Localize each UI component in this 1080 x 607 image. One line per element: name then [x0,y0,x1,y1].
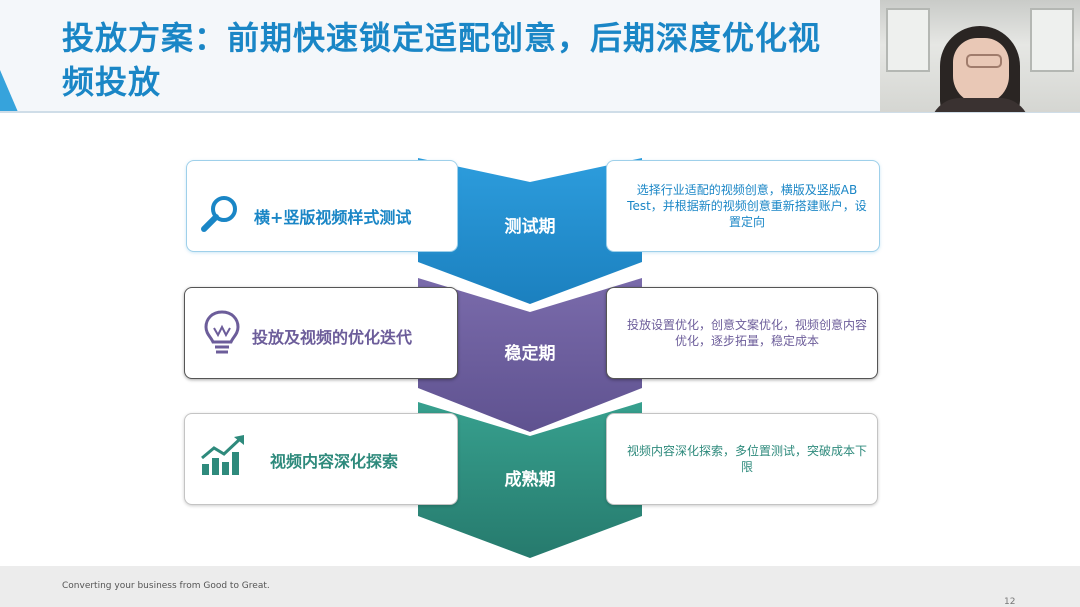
card-test-title [186,160,458,252]
stage-label-test: 测试期 [504,217,556,237]
background-window [1030,8,1074,72]
chevron-mature [418,402,642,558]
mature-card-title: 视频内容深化探索 [270,452,399,471]
mature-description: 视频内容深化探索，多位置测试，突破成本下限 [626,444,867,474]
stable-card-title: 投放及视频的优化迭代 [252,328,413,347]
chevron-test [418,158,642,304]
stage-label-mature: 成熟期 [504,470,556,490]
chevron-stable [418,278,642,432]
stage-label-stable: 稳定期 [504,344,556,364]
stable-description: 投放设置优化，创意文案优化，视频创意内容优化，逐步拓量，稳定成本 [626,318,867,348]
card-mature-title [184,413,458,505]
header-divider [0,111,1080,113]
magnifier-icon [201,196,237,232]
card-stable-desc [606,287,878,379]
page-number: 12 [1004,597,1016,607]
header-accent-shape [0,70,18,112]
presenter-face [953,38,1009,104]
slide-title: 投放方案：前期快速锁定适配创意，后期深度优化视频投放 [62,19,822,101]
slide-footer [0,566,1080,607]
webcam-video-feed [880,0,1080,112]
growth-chart-icon [201,435,244,475]
card-mature-desc [606,413,878,505]
card-stable-title [184,287,458,379]
presenter-body [930,98,1030,112]
test-description: 选择行业适配的视频创意，横版及竖版AB Test，并根据新的视频创意重新搭建账户… [627,183,867,229]
test-card-title: 横+竖版视频样式测试 [254,208,412,227]
card-test-desc [606,160,880,252]
lightbulb-icon [204,310,240,354]
footer-slogan: Converting your business from Good to Gr… [62,581,270,591]
presenter-glasses [966,54,1002,68]
background-window [886,8,930,72]
